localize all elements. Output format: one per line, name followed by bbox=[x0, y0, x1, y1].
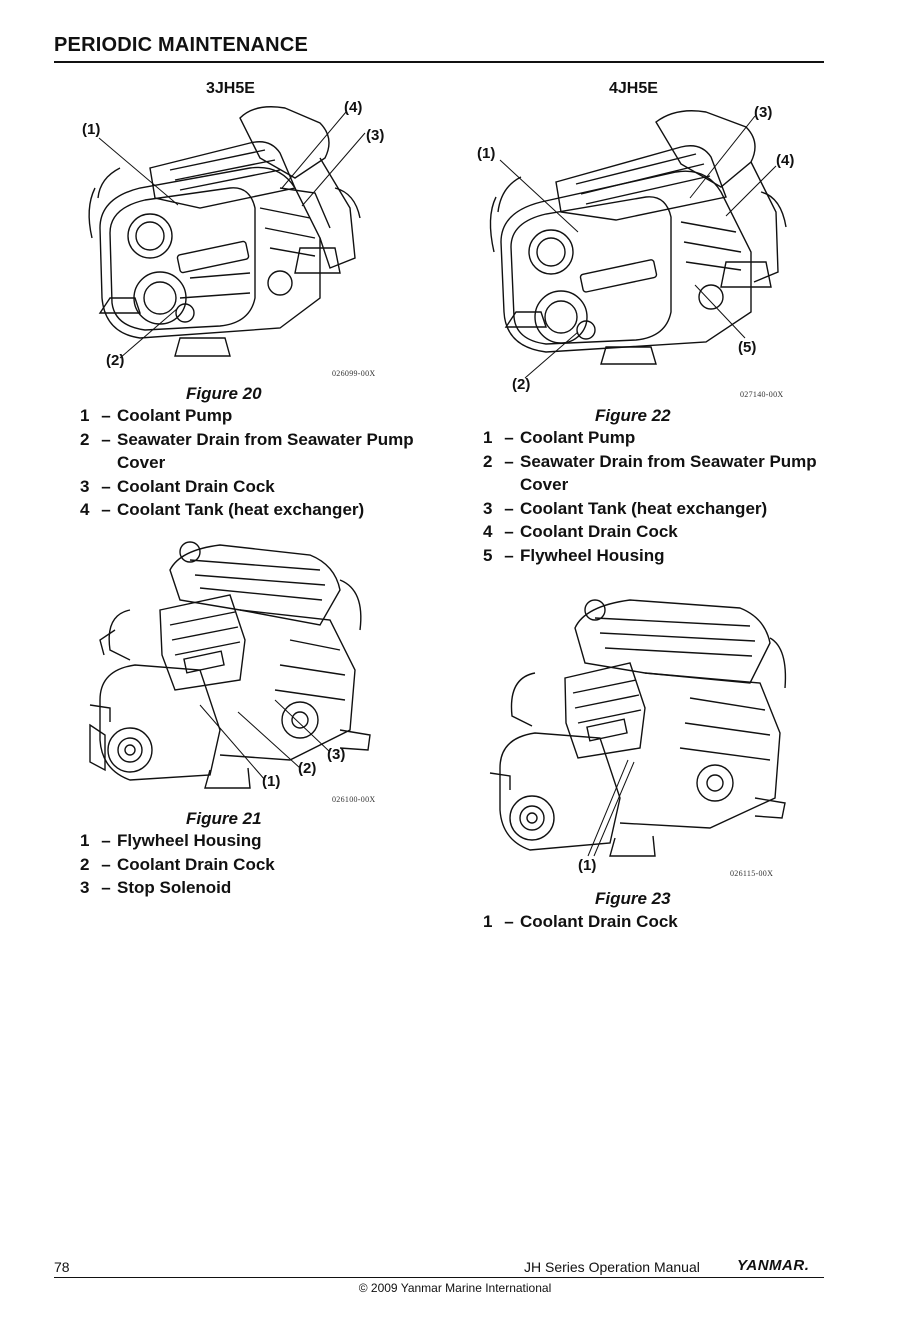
legend-item: 2–Seawater Drain from Seawater Pump Cove… bbox=[483, 451, 817, 495]
fig23-image-code: 026115-00X bbox=[730, 869, 774, 878]
footer-divider bbox=[54, 1277, 824, 1278]
legend-item: 2–Coolant Drain Cock bbox=[80, 854, 275, 874]
fig21-engine-illustration bbox=[89, 541, 371, 789]
fig22-callout-2: (2) bbox=[512, 376, 531, 393]
legend-item: 4–Coolant Drain Cock bbox=[483, 522, 678, 541]
fig22-image-code: 027140-00X bbox=[740, 390, 784, 399]
fig20-legend: 1–Coolant Pump 2–Seawater Drain from Sea… bbox=[80, 404, 420, 522]
legend-item: 1–Coolant Pump bbox=[483, 428, 636, 447]
fig21-legend: 1–Flywheel Housing 2–Coolant Drain Cock … bbox=[80, 829, 420, 900]
fig21-callout-3: (3) bbox=[327, 746, 346, 763]
manual-title: JH Series Operation Manual bbox=[524, 1259, 700, 1275]
legend-item: 2–Seawater Drain from Seawater Pump Cove… bbox=[80, 429, 414, 473]
legend-item: 3–Coolant Drain Cock bbox=[80, 476, 275, 496]
legend-item: 5–Flywheel Housing bbox=[483, 545, 665, 565]
fig22-callout-3: (3) bbox=[754, 104, 773, 121]
yanmar-logo: YANMAR. bbox=[737, 1257, 810, 1274]
fig20-callout-4: (4) bbox=[344, 99, 363, 116]
fig22-legend: 1–Coolant Pump 2–Seawater Drain from Sea… bbox=[483, 426, 833, 567]
fig20-callout-3: (3) bbox=[366, 127, 385, 144]
legend-item: 1–Coolant Pump bbox=[80, 406, 233, 425]
fig21-callout-2: (2) bbox=[298, 760, 317, 777]
legend-item: 1–Flywheel Housing bbox=[80, 831, 262, 850]
legend-item: 1–Coolant Drain Cock bbox=[483, 912, 678, 931]
fig22-callout-1: (1) bbox=[477, 145, 496, 162]
fig20-caption: Figure 20 bbox=[186, 384, 262, 403]
fig20-callout-2: (2) bbox=[106, 352, 125, 369]
fig23-legend: 1–Coolant Drain Cock bbox=[483, 910, 823, 934]
copyright: © 2009 Yanmar Marine International bbox=[358, 1281, 552, 1295]
fig21-caption: Figure 21 bbox=[186, 809, 262, 828]
legend-item: 4–Coolant Tank (heat exchanger) bbox=[80, 500, 365, 519]
fig22-callout-5: (5) bbox=[738, 339, 757, 356]
page-number: 78 bbox=[54, 1259, 70, 1275]
fig23-caption: Figure 23 bbox=[595, 889, 671, 908]
fig21-callout-1: (1) bbox=[262, 773, 281, 790]
fig21-image-code: 026100-00X bbox=[332, 795, 376, 804]
fig20-callout-1: (1) bbox=[82, 121, 101, 138]
header-divider bbox=[54, 61, 824, 63]
legend-item: 3–Coolant Tank (heat exchanger) bbox=[483, 498, 768, 518]
fig20-image-code: 026099-00X bbox=[332, 369, 376, 378]
page-header-title: PERIODIC MAINTENANCE bbox=[54, 34, 309, 56]
fig23-callout-1: (1) bbox=[578, 857, 597, 874]
fig20-engine-label: 3JH5E bbox=[206, 80, 255, 97]
fig22-caption: Figure 22 bbox=[595, 406, 671, 425]
fig22-callout-4: (4) bbox=[776, 152, 795, 169]
legend-item: 3–Stop Solenoid bbox=[80, 878, 232, 897]
fig22-engine-label: 4JH5E bbox=[609, 80, 658, 97]
fig23-engine-illustration bbox=[489, 599, 787, 857]
